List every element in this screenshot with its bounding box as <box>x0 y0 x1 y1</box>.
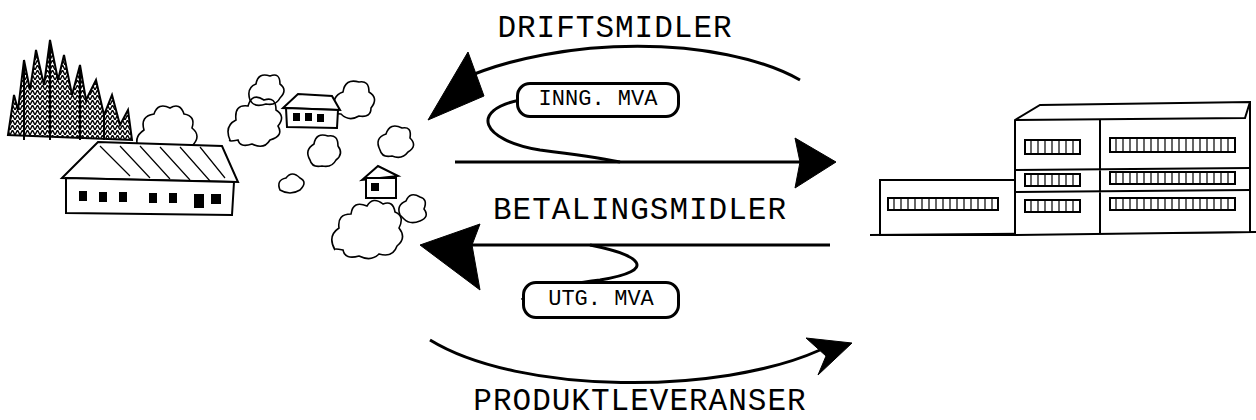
forest <box>8 40 132 140</box>
barn <box>62 142 238 215</box>
flow-label: BETALINGSMIDLER <box>493 195 787 226</box>
flow-arrows <box>430 46 830 382</box>
vat-label: INNG. MVA <box>539 89 658 111</box>
flow-label: PRODUKTLEVERANSER <box>473 386 806 417</box>
farmhouse <box>283 94 340 128</box>
arrowheads <box>420 52 852 375</box>
vat-box: INNG. MVA <box>516 82 680 118</box>
window-panes <box>894 138 1228 212</box>
flow-label: DRIFTSMIDLER <box>497 13 732 44</box>
vat-label: UTG. MVA <box>548 289 654 311</box>
vat-box: UTG. MVA <box>522 281 680 319</box>
small-house <box>362 166 398 198</box>
factory <box>870 102 1256 235</box>
